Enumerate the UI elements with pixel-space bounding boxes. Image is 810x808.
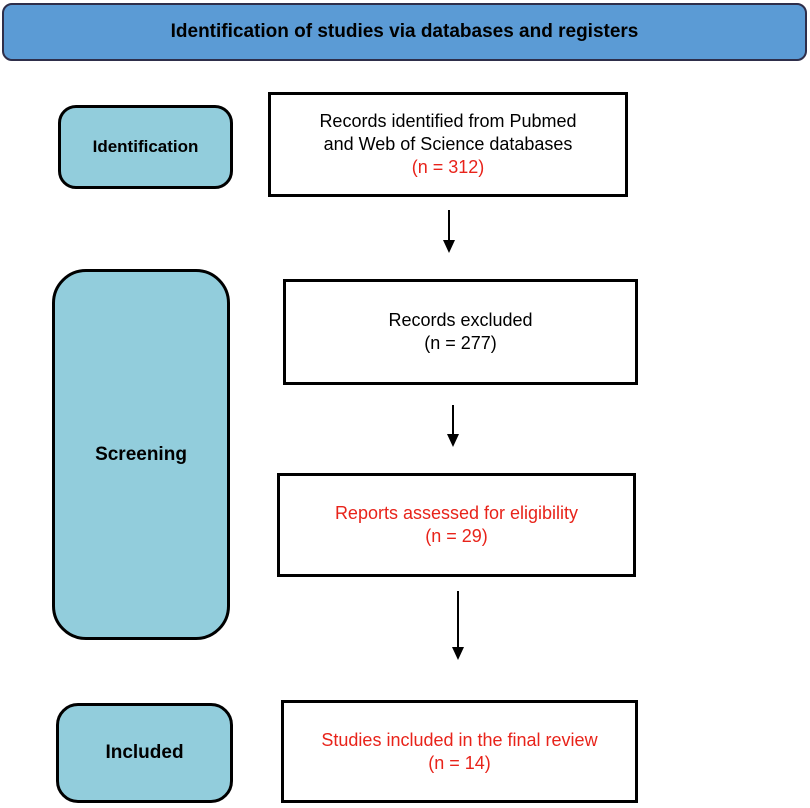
arrow-excluded-to-assessed (447, 405, 459, 447)
stage-included-label: Included (105, 742, 184, 763)
header-banner: Identification of studies via databases … (2, 3, 807, 61)
records-excluded-label: Records excluded (388, 310, 533, 330)
stage-screening-label: Screening (95, 443, 187, 465)
records-excluded-count: (n = 277) (424, 333, 497, 353)
studies-included-count: (n = 14) (428, 752, 491, 773)
studies-included-label: Studies included in the final review (321, 729, 598, 750)
records-identified-count: (n = 312) (411, 157, 485, 177)
records-excluded-box: Records excluded (n = 277) (283, 279, 638, 385)
arrow-assessed-to-included (452, 591, 464, 660)
stage-identification-label: Identification (92, 137, 199, 156)
stage-identification: Identification (58, 105, 233, 189)
reports-assessed-box: Reports assessed for eligibility (n = 29… (277, 473, 636, 577)
reports-assessed-count: (n = 29) (425, 526, 488, 546)
reports-assessed-label: Reports assessed for eligibility (334, 503, 579, 523)
studies-included-box: Studies included in the final review (n … (281, 700, 638, 803)
records-identified-line1: Records identified from Pubmed (319, 111, 577, 131)
stage-screening: Screening (52, 269, 230, 640)
stage-included: Included (56, 703, 233, 803)
records-identified-box: Records identified from Pubmed and Web o… (268, 92, 628, 197)
records-identified-line2: and Web of Science databases (323, 134, 573, 154)
arrow-identified-to-excluded (443, 210, 455, 253)
header-title: Identification of studies via databases … (170, 21, 639, 42)
